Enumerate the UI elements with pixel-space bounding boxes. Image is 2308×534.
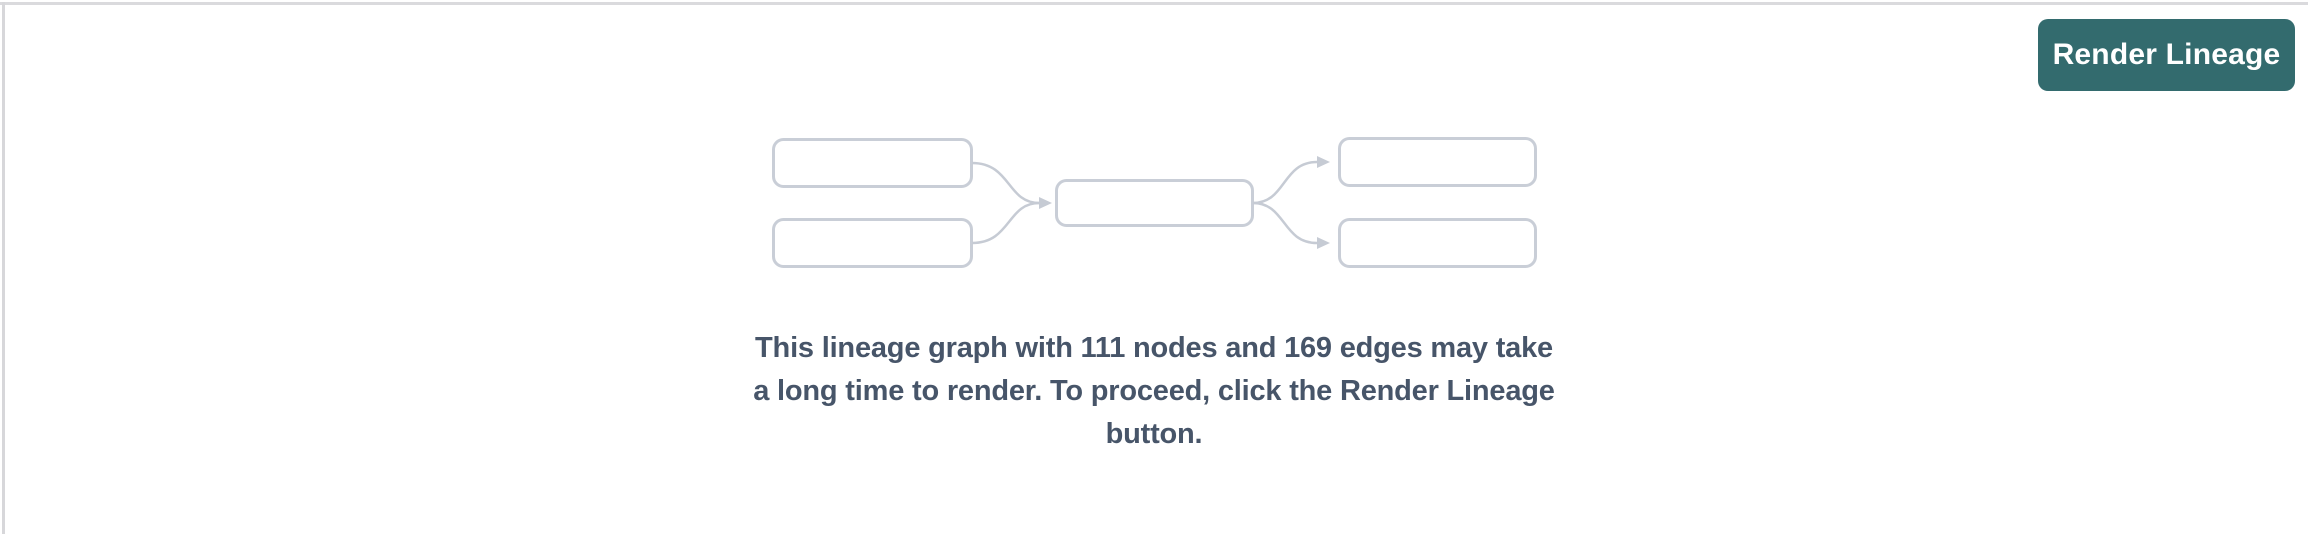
lineage-warning-message: This lineage graph with 111 nodes and 16… (753, 327, 1555, 456)
arrowhead (1317, 237, 1330, 249)
placeholder-node (772, 138, 973, 188)
render-lineage-button[interactable]: Render Lineage (2038, 19, 2295, 91)
placeholder-node (1055, 179, 1254, 227)
placeholder-node (772, 218, 973, 268)
arrowhead (1317, 156, 1330, 168)
placeholder-node (1338, 218, 1537, 268)
placeholder-edge (971, 201, 1040, 245)
lineage-placeholder-content: This lineage graph with 111 nodes and 16… (0, 135, 2308, 456)
arrowhead (1039, 197, 1052, 209)
message-line: This lineage graph with 111 nodes and 16… (755, 332, 1553, 364)
placeholder-edge (971, 161, 1040, 205)
placeholder-edge (1252, 201, 1318, 245)
placeholder-node (1338, 137, 1537, 187)
message-line: button. (1105, 418, 1203, 450)
message-line: a long time to render. To proceed, click… (753, 375, 1555, 407)
placeholder-edge (1252, 160, 1318, 205)
panel-left-divider (2, 2, 5, 534)
panel-top-divider (0, 2, 2308, 5)
lineage-graph-placeholder-icon (772, 137, 1537, 268)
